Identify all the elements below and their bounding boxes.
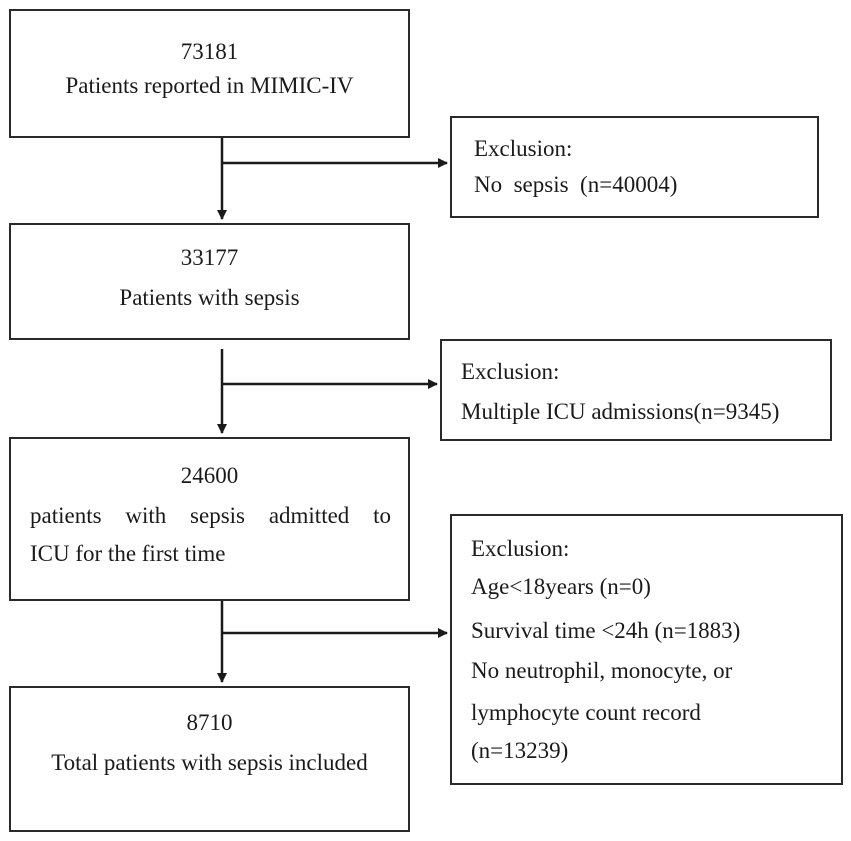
exclusion3-line-age: Age<18years (n=0) (471, 574, 651, 599)
step1-box: 73181 Patients reported in MIMIC-IV (9, 9, 410, 138)
step3-box: 24600 patients with sepsis admitted to I… (9, 437, 410, 601)
exclusion2-box: Exclusion: Multiple ICU admissions(n=934… (440, 339, 832, 441)
step2-label: Patients with sepsis (119, 285, 300, 310)
exclusion3-line-count: (n=13239) (471, 738, 569, 763)
step1-count: 73181 (180, 39, 239, 64)
exclusion3-line-survival: Survival time <24h (n=1883) (471, 618, 741, 643)
exclusion2-title: Exclusion: (461, 359, 560, 384)
exclusion1-title: Exclusion: (474, 136, 573, 161)
step3-line2: ICU for the first time (30, 541, 226, 566)
step2-box: 33177 Patients with sepsis (9, 223, 410, 340)
step3-count: 24600 (180, 463, 239, 488)
exclusion3-line-lymphocyte: lymphocyte count record (471, 700, 701, 725)
exclusion3-title: Exclusion: (471, 536, 570, 561)
exclusion3-line-neutrophil: No neutrophil, monocyte, or (471, 658, 733, 683)
step2-count: 33177 (180, 245, 239, 270)
step4-box: 8710 Total patients with sepsis included (9, 686, 410, 832)
exclusion3-box: Exclusion: Age<18years (n=0) Survival ti… (450, 514, 843, 785)
exclusion1-box: Exclusion: No sepsis (n=40004) (450, 116, 819, 218)
exclusion1-line: No sepsis (n=40004) (474, 172, 678, 197)
exclusion2-line: Multiple ICU admissions(n=9345) (461, 399, 780, 424)
step4-label: Total patients with sepsis included (51, 750, 368, 775)
step1-label: Patients reported in MIMIC-IV (65, 73, 354, 98)
step3-line1: patients with sepsis admitted to (30, 503, 391, 528)
step4-count: 8710 (186, 710, 233, 735)
